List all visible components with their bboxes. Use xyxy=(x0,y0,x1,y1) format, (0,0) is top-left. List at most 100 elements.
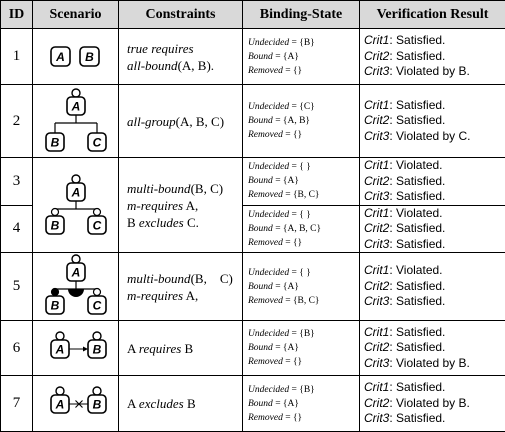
constraint-line: A requires B xyxy=(127,340,242,357)
binding-key: Bound xyxy=(248,176,273,186)
root-marker xyxy=(93,387,101,395)
criterion-name: Crit3 xyxy=(364,356,389,370)
binding-value: {A, B, C} xyxy=(283,224,321,234)
binding-key: Removed xyxy=(248,296,283,306)
binding-value: {A} xyxy=(283,282,299,292)
verification-line: Crit1: Satisfied. xyxy=(364,325,505,341)
table-row-7: 7 A B A excludes B Undecided = {B}Bound … xyxy=(1,376,505,432)
header-constraints: Constraints xyxy=(119,1,243,29)
constraint-text: excludes xyxy=(139,396,184,411)
criterion-name: Crit3 xyxy=(364,64,389,78)
constraint-text: all-bound xyxy=(127,58,178,73)
verification-cell: Crit1: Satisfied.Crit2: Violated by B.Cr… xyxy=(360,376,505,432)
verification-line: Crit1: Violated. xyxy=(364,263,505,279)
constraint-text: multi-bound xyxy=(127,271,191,286)
root-marker xyxy=(56,332,64,340)
constraint-line: all-bound(A, B). xyxy=(127,57,242,74)
constraint-line: true requires xyxy=(127,40,242,57)
header-id: ID xyxy=(1,1,33,29)
binding-equals: = xyxy=(289,210,299,220)
criterion-separator: : xyxy=(389,33,396,47)
binding-equals: = xyxy=(283,296,293,306)
criterion-name: Crit1 xyxy=(364,98,389,112)
binding-line: Bound = {A, B, C} xyxy=(248,222,359,236)
verification-line: Crit2: Violated by B. xyxy=(364,396,505,412)
verification-line: Crit3: Satisfied. xyxy=(364,294,505,310)
criterion-result: Violated. xyxy=(396,206,442,220)
binding-line: Bound = {A} xyxy=(248,174,359,188)
verification-cell: Crit1: Violated.Crit2: Satisfied.Crit3: … xyxy=(360,205,505,253)
header-scenario: Scenario xyxy=(33,1,119,29)
node-a-label: A xyxy=(55,398,65,412)
criterion-separator: : xyxy=(389,113,396,127)
binding-key: Removed xyxy=(248,413,283,423)
verification-line: Crit2: Satisfied. xyxy=(364,174,505,190)
node-b-label: B xyxy=(51,136,60,150)
binding-line: Undecided = { } xyxy=(248,208,359,222)
binding-line: Removed = {B, C} xyxy=(248,188,359,202)
scenario-7-svg: A B xyxy=(33,376,119,431)
scenario-diagram: A B xyxy=(33,29,119,85)
constraints-cell: multi-bound(B, C)m-requires A, xyxy=(119,253,243,321)
criterion-result: Satisfied. xyxy=(396,279,445,293)
binding-line: Bound = {A} xyxy=(248,50,359,64)
binding-value: {B} xyxy=(299,329,314,339)
root-marker xyxy=(72,255,80,263)
constraint-text: B xyxy=(127,215,139,230)
binding-value: {} xyxy=(293,130,302,140)
binding-value: {} xyxy=(293,413,302,423)
binding-key: Removed xyxy=(248,130,283,140)
binding-key: Removed xyxy=(248,66,283,76)
header-row: ID Scenario Constraints Binding-State Ve… xyxy=(1,1,505,29)
verification-line: Crit1: Satisfied. xyxy=(364,98,505,114)
binding-equals: = xyxy=(283,190,293,200)
criterion-result: Satisfied. xyxy=(396,113,445,127)
verification-line: Crit2: Satisfied. xyxy=(364,221,505,237)
constraints-cell: all-group(A, B, C) xyxy=(119,85,243,158)
verification-line: Crit3: Satisfied. xyxy=(364,237,505,253)
node-a-label: A xyxy=(71,266,81,280)
verification-line: Crit3: Satisfied. xyxy=(364,189,505,205)
binding-line: Bound = {A} xyxy=(248,341,359,355)
node-c-label: C xyxy=(93,299,102,313)
constraint-text: B xyxy=(184,396,196,411)
node-a-label: A xyxy=(55,343,65,357)
binding-key: Removed xyxy=(248,357,283,367)
binding-value: {C} xyxy=(299,102,314,112)
scenario-6-svg: A B xyxy=(33,321,119,375)
binding-equals: = xyxy=(273,282,283,292)
criterion-result: Violated. xyxy=(396,263,442,277)
binding-key: Undecided xyxy=(248,162,289,172)
row-id: 2 xyxy=(1,85,33,158)
row-id: 6 xyxy=(1,321,33,376)
scenario-1-svg: A B xyxy=(33,29,119,84)
binding-line: Removed = {} xyxy=(248,355,359,369)
binding-value: {B, C} xyxy=(293,296,320,306)
binding-equals: = xyxy=(289,268,299,278)
constraint-line: B excludes C. xyxy=(127,214,242,231)
or-group-arc xyxy=(68,289,84,297)
row-id: 1 xyxy=(1,29,33,85)
constraint-text: excludes xyxy=(139,215,184,230)
verification-cell: Crit1: Violated.Crit2: Satisfied.Crit3: … xyxy=(360,158,505,206)
criterion-result: Satisfied. xyxy=(396,221,445,235)
binding-line: Bound = {A, B} xyxy=(248,114,359,128)
optional-marker xyxy=(52,209,59,216)
criterion-name: Crit1 xyxy=(364,263,389,277)
binding-value: { } xyxy=(299,162,311,172)
criterion-name: Crit2 xyxy=(364,279,389,293)
constraint-line: m-requires A, xyxy=(127,197,242,214)
binding-line: Undecided = {B} xyxy=(248,36,359,50)
binding-key: Undecided xyxy=(248,385,289,395)
constraint-line: multi-bound(B, C) xyxy=(127,180,242,197)
criterion-separator: : xyxy=(389,411,396,425)
verification-line: Crit1: Satisfied. xyxy=(364,380,505,396)
node-b-label: B xyxy=(93,343,102,357)
binding-value: {} xyxy=(293,66,302,76)
binding-key: Undecided xyxy=(248,210,289,220)
constraint-text: A, xyxy=(183,198,198,213)
optional-marker xyxy=(94,209,101,216)
binding-state-cell: Undecided = { }Bound = {A}Removed = {B, … xyxy=(243,253,360,321)
binding-equals: = xyxy=(289,162,299,172)
binding-key: Removed xyxy=(248,190,283,200)
